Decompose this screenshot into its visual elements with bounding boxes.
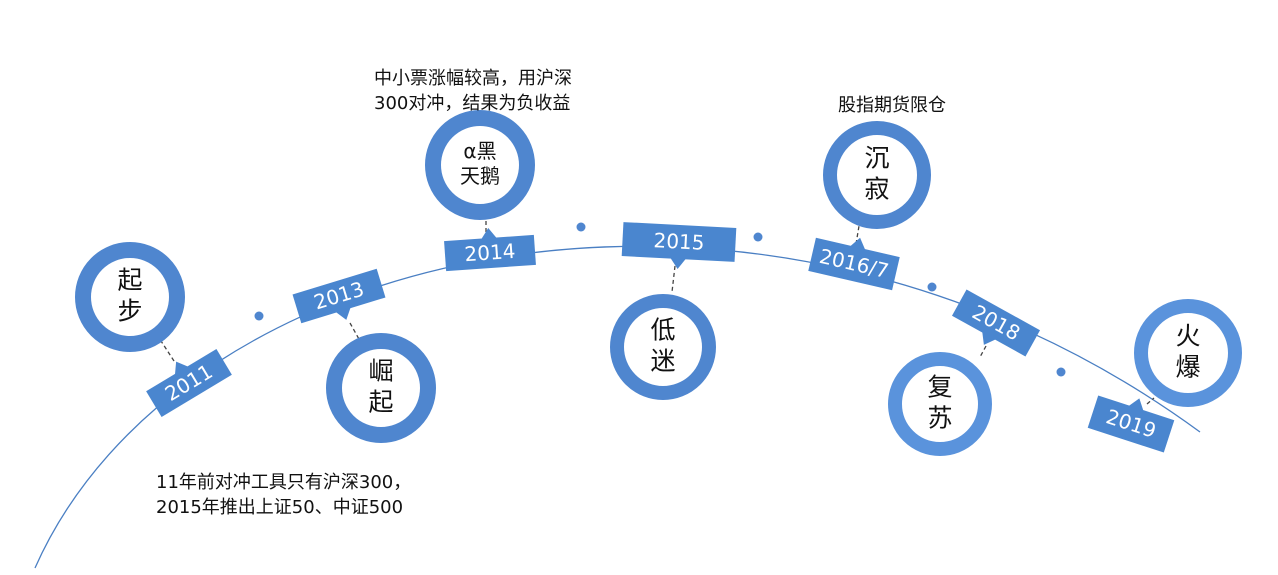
year-tag-2018: 2018: [951, 289, 1041, 357]
stage-ring: [75, 242, 185, 352]
annotation-2014: 中小票涨幅较高，用沪深 300对冲，结果为负收益: [374, 66, 572, 116]
stage-ring: [326, 333, 436, 443]
year-tag-pointer: [174, 361, 189, 376]
stage-label: 步: [117, 297, 142, 326]
annotation-line: 2015年推出上证50、中证500: [156, 497, 404, 518]
year-tag-2015: 2015: [621, 222, 737, 269]
annotation-2011: 11年前对冲工具只有沪深300， 2015年推出上证50、中证500: [156, 470, 411, 520]
stage-circle-2011: 起步: [75, 242, 185, 352]
year-tag-box: [444, 234, 536, 272]
stage-label: 低: [650, 315, 675, 344]
year-tag-box: [808, 237, 900, 291]
connector-line: [671, 265, 676, 293]
stage-ring: [888, 352, 992, 456]
annotation-line: 11年前对冲工具只有沪深300，: [156, 472, 412, 493]
year-tag-pointer: [481, 228, 498, 240]
connector-line: [979, 345, 987, 358]
stage-label: 苏: [927, 404, 952, 433]
timeline-dots: [254, 222, 1066, 377]
year-tag-2019: 2019: [1087, 395, 1175, 453]
year-tag-pointer: [1128, 398, 1144, 412]
timeline-dot: [753, 232, 763, 242]
timeline-dot: [254, 311, 264, 321]
year-tag-pointer: [849, 237, 866, 251]
timeline-dot: [1056, 367, 1066, 377]
stage-label: 起: [368, 388, 393, 417]
connector-line: [160, 340, 175, 362]
stage-ring: [610, 294, 716, 400]
annotation-line: 股指期货限仓: [838, 95, 946, 116]
stage-circle-2013: 崛起: [326, 333, 436, 443]
timeline-dot: [576, 222, 586, 232]
stage-label: 寂: [864, 175, 889, 204]
stage-ring: [425, 110, 535, 220]
year-tag-2016-7: 2016/7: [808, 237, 900, 291]
stage-label: 天鹅: [460, 164, 500, 188]
stage-ring: [1134, 299, 1242, 407]
stage-label: 沉: [864, 143, 889, 172]
year-label: 2014: [464, 239, 516, 266]
stage-circle-2016-7: 沉寂: [823, 121, 931, 229]
year-tag-pointer: [982, 331, 997, 345]
stage-ring: [823, 121, 931, 229]
stage-circle-2019: 火爆: [1134, 299, 1242, 407]
year-tag-box: [292, 268, 386, 324]
stage-label: 崛: [368, 356, 393, 385]
year-tag-box: [1087, 395, 1175, 453]
stage-label: 迷: [650, 347, 675, 376]
stage-label: 爆: [1175, 353, 1200, 382]
stage-circle-2018: 复苏: [888, 352, 992, 456]
year-tag-pointer: [335, 307, 351, 320]
stage-label: 火: [1175, 321, 1200, 350]
annotation-line: 中小票涨幅较高，用沪深: [374, 68, 572, 89]
stage-circle-2015: 低迷: [610, 294, 716, 400]
stage-label: 复: [927, 372, 952, 401]
connector-line: [1146, 397, 1155, 405]
stage-label: 起: [117, 265, 142, 294]
stage-label: α黑: [463, 139, 496, 163]
year-tag-pointer: [670, 257, 687, 269]
year-tag-2014: 2014: [444, 228, 536, 272]
year-tag-box: [951, 289, 1041, 357]
year-tag-box: [621, 222, 737, 262]
year-label: 2015: [653, 228, 705, 255]
annotation-line: 300对冲，结果为负收益: [374, 93, 571, 114]
annotation-2016: 股指期货限仓: [838, 93, 946, 118]
year-tag-box: [146, 349, 232, 417]
timeline-dot: [927, 282, 937, 292]
year-tag-2013: 2013: [292, 268, 386, 324]
year-tag-2011: 2011: [146, 349, 232, 417]
